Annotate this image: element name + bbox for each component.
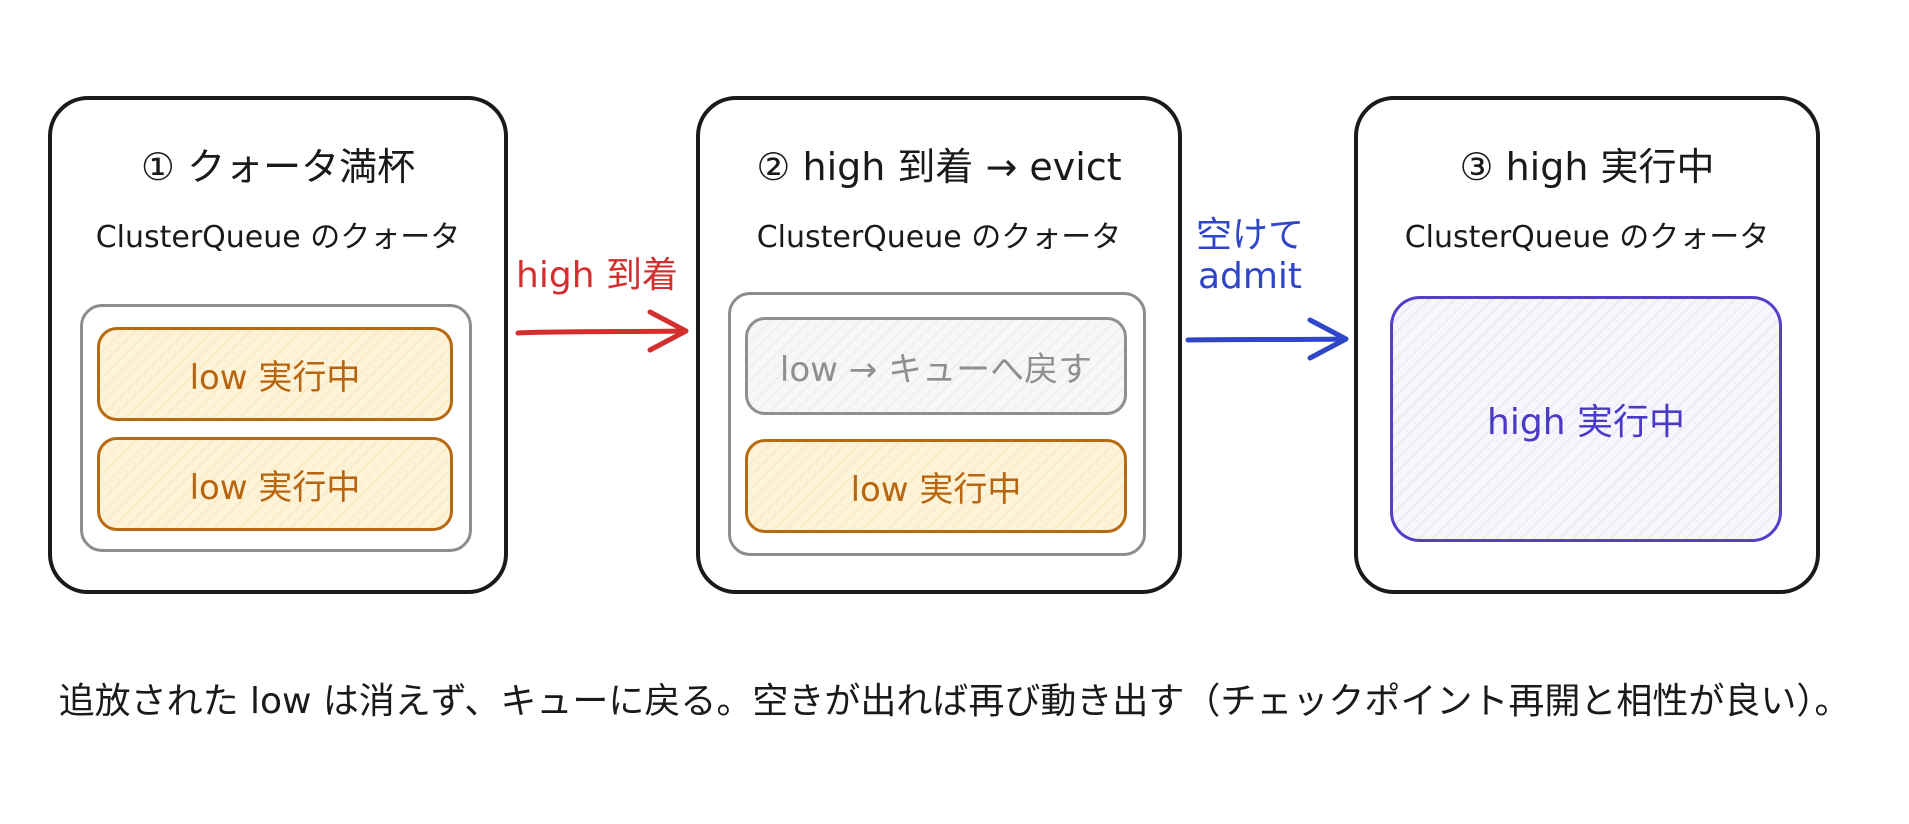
panel-high-running: ③ high 実行中 ClusterQueue のクォータ high 実行中 [1354,96,1820,594]
panel-subtitle: ClusterQueue のクォータ [95,220,461,255]
job-low-running: low 実行中 [745,439,1127,533]
panel-title: ② high 到着 → evict [756,145,1122,189]
panel-title: ① クォータ満杯 [140,145,416,189]
panel-high-arrival-evict: ② high 到着 → evict ClusterQueue のクォータ low… [696,96,1182,594]
quota-container: low 実行中 low 実行中 [80,304,472,552]
arrow-label-high-arrival: high 到着 [516,255,678,296]
arrow-label-admit-line2: admit [1197,256,1303,297]
job-high-running: high 実行中 [1390,296,1782,542]
panel-subtitle: ClusterQueue のクォータ [756,220,1122,255]
job-low-evicted: low → キューへ戻す [745,317,1127,415]
caption: 追放された low は消えず、キューに戻る。空きが出れば再び動き出す（チェックポ… [58,681,1851,722]
arrow-label-admit-line1: 空けて [1195,215,1304,256]
arrow-right-icon [1185,317,1349,361]
panel-quota-full: ① クォータ満杯 ClusterQueue のクォータ low 実行中 low … [48,96,508,594]
panel-title: ③ high 実行中 [1459,145,1715,189]
panel-subtitle: ClusterQueue のクォータ [1404,220,1770,255]
arrow-right-icon [515,309,689,353]
quota-container: low → キューへ戻す low 実行中 [728,292,1146,556]
job-low-running: low 実行中 [97,327,453,421]
job-low-running: low 実行中 [97,437,453,531]
